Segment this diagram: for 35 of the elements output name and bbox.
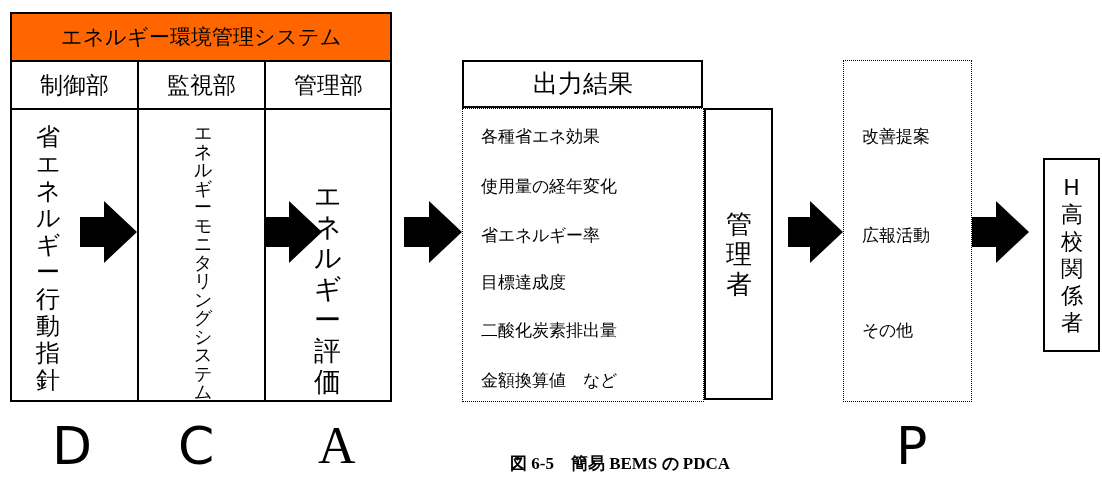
list-item: その他 bbox=[862, 319, 913, 341]
list-item: 二酸化炭素排出量 bbox=[481, 319, 617, 341]
column-heading: 管理部 bbox=[266, 62, 390, 110]
list-item: 省エネルギー率 bbox=[481, 224, 600, 246]
list-box bbox=[843, 60, 972, 402]
list-item: 目標達成度 bbox=[481, 271, 566, 293]
list-box bbox=[462, 108, 704, 402]
column-heading: 監視部 bbox=[139, 62, 264, 110]
block-arrow bbox=[404, 201, 462, 263]
heading-box: 出力結果 bbox=[462, 60, 703, 108]
block-arrow bbox=[80, 201, 137, 263]
block-arrow bbox=[788, 201, 843, 263]
list-item: 金額換算値 など bbox=[481, 369, 617, 391]
list-item: 各種省エネ効果 bbox=[481, 125, 600, 147]
role-box bbox=[704, 108, 773, 400]
column-box bbox=[139, 62, 266, 400]
phase-letter: A bbox=[318, 418, 356, 474]
role-text: 管理者 bbox=[725, 209, 752, 299]
column-box bbox=[12, 62, 139, 400]
phase-letter: D bbox=[52, 418, 93, 474]
list-item: 使用量の経年変化 bbox=[481, 175, 617, 197]
block-arrow bbox=[264, 201, 322, 263]
block-arrow bbox=[972, 201, 1029, 263]
list-item: 改善提案 bbox=[862, 125, 930, 147]
column-text: 省エネルギー行動指針 bbox=[36, 124, 60, 394]
column-heading: 制御部 bbox=[12, 62, 137, 110]
figure-caption: 図 6-5 簡易 BEMS の PDCA bbox=[508, 453, 732, 475]
list-item: 広報活動 bbox=[862, 224, 930, 246]
header-band: エネルギー環境管理システム bbox=[12, 14, 390, 62]
role-text: H高校関係者 bbox=[1060, 174, 1083, 336]
system-frame bbox=[10, 12, 392, 402]
role-box bbox=[1043, 158, 1100, 352]
column-text: エネルギーモニタリングシステム bbox=[194, 124, 212, 402]
phase-letter: C bbox=[178, 418, 215, 474]
phase-letter: P bbox=[896, 418, 928, 474]
